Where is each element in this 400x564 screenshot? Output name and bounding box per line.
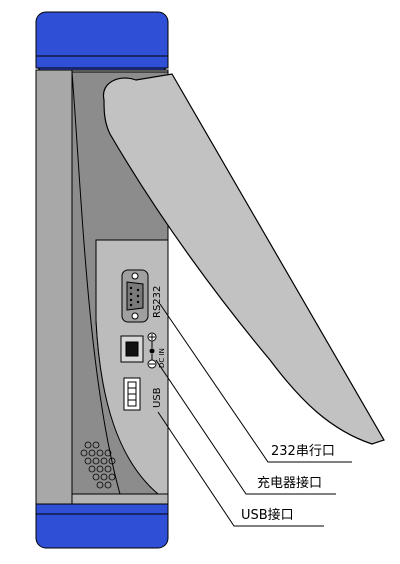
- leader-charger: [155, 359, 336, 495]
- leader-lines: [155, 303, 352, 527]
- dc-jack: [120, 335, 144, 363]
- polarity-symbol: [147, 332, 157, 369]
- panel-curve: [71, 71, 121, 495]
- port-panel: [95, 239, 169, 495]
- callout-usb-port: USB接口: [240, 508, 295, 524]
- open-lid: [102, 73, 385, 445]
- usb-port: [123, 377, 141, 411]
- body-side-strip: [35, 69, 73, 505]
- usb-label: USB: [152, 387, 163, 408]
- leader-serial: [159, 303, 352, 463]
- speaker-grille: [80, 441, 116, 489]
- leader-usb: [157, 411, 324, 527]
- callout-serial-port: 232串行口: [270, 444, 336, 460]
- callout-charger-port: 充电器接口: [256, 476, 324, 492]
- rs232-label: RS232: [152, 286, 163, 318]
- rs232-connector: [121, 269, 149, 323]
- top-bumper-band: [35, 55, 169, 69]
- dc-in-label: DC IN: [158, 348, 166, 368]
